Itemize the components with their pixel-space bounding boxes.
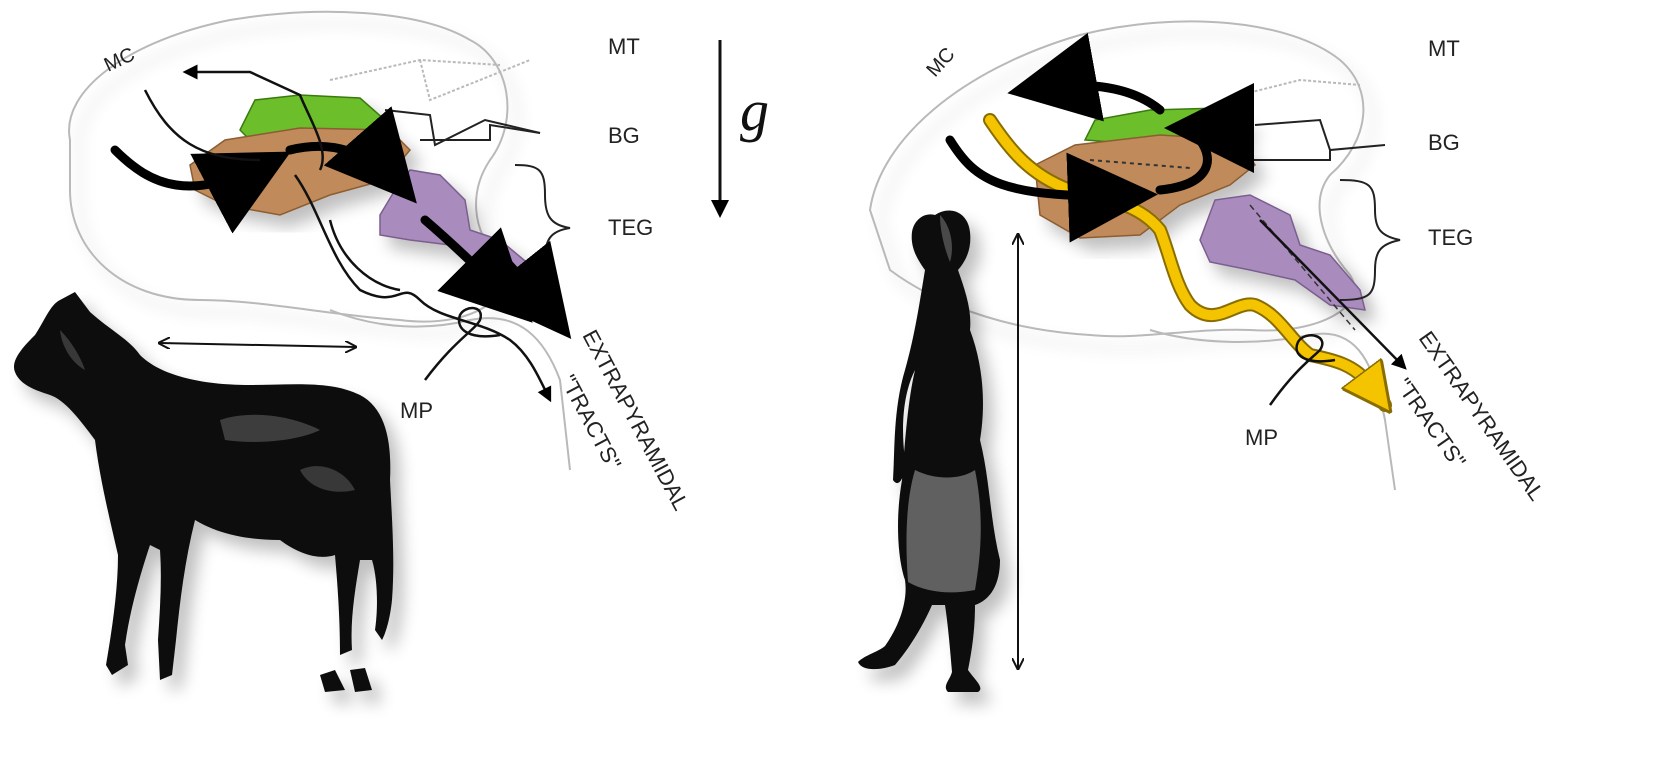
walking-woman-silhouette-icon	[858, 210, 1000, 692]
horizontal-double-arrow	[160, 343, 355, 347]
label-bg-right: BG	[1428, 130, 1460, 155]
label-mt-right: MT	[1428, 36, 1460, 61]
label-mp-right: MP	[1245, 425, 1278, 450]
gravity-label: g	[740, 78, 769, 143]
label-mc-right: MC	[922, 44, 959, 82]
label-mt-left: MT	[608, 34, 640, 59]
label-mp-left: MP	[400, 398, 433, 423]
basal-ganglia-brown-left	[190, 128, 410, 215]
label-bg-left: BG	[608, 123, 640, 148]
left-panel: g MC MT BG TEG MP EXTRAPYRAMIDAL "TRACTS…	[14, 12, 769, 692]
tegmentum-right	[1200, 195, 1365, 310]
horse-silhouette-icon	[14, 292, 393, 692]
right-panel: MC MT BG TEG MP EXTRAPYRAMIDAL "TRACTS"	[858, 21, 1549, 692]
label-teg-left: TEG	[608, 215, 653, 240]
label-teg-right: TEG	[1428, 225, 1473, 250]
